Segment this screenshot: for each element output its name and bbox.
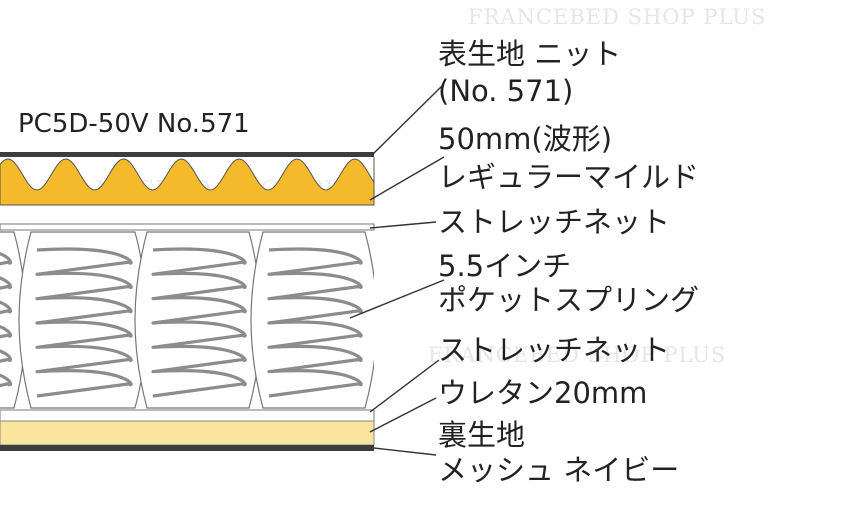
label-top-fabric-line1: 表生地 ニット xyxy=(438,37,621,71)
label-pocket-spring-line2: ポケットスプリング xyxy=(438,283,699,317)
top-fabric-layer xyxy=(0,152,374,157)
urethane-layer xyxy=(0,420,375,446)
leader-line-urethane xyxy=(369,397,437,433)
spring-coil xyxy=(35,247,133,398)
label-top-fabric-line2: (No. 571) xyxy=(438,74,573,108)
label-urethane: ウレタン20mm xyxy=(438,376,647,410)
label-stretch-net-top: ストレッチネット xyxy=(438,205,670,239)
label-bottom-fabric-line1: 裏生地 xyxy=(438,418,525,452)
leader-line-wave-foam xyxy=(369,156,445,201)
watermark-lower-right: FRANCEBED SHOP PLUS xyxy=(428,343,726,367)
label-wave-foam-line1: 50mm(波形) xyxy=(438,122,612,156)
label-stretch-net-bottom: ストレッチネット xyxy=(438,333,670,367)
leader-line-top-fabric xyxy=(371,84,444,156)
leader-line-stretch-net-top xyxy=(369,221,437,229)
watermark-top-right: FRANCEBED SHOP PLUS xyxy=(468,5,766,29)
spring-coil xyxy=(267,247,363,398)
label-bottom-fabric-line2: メッシュ ネイビー xyxy=(438,453,679,487)
spring-coil xyxy=(151,247,247,398)
pocket-spring-layer xyxy=(0,231,374,409)
label-pocket-spring-line1: 5.5インチ xyxy=(438,249,571,283)
model-number: PC5D-50V No.571 xyxy=(18,109,250,139)
stretch-net-bottom-layer xyxy=(0,409,375,422)
bottom-fabric-layer xyxy=(0,445,374,451)
leader-line-bottom-fabric xyxy=(373,447,437,456)
label-wave-foam-line2: レギュラーマイルド xyxy=(438,160,699,194)
leader-line-stretch-net-bottom xyxy=(369,359,440,413)
leader-line-pocket-spring xyxy=(349,279,445,319)
wave-foam-layer xyxy=(0,157,375,206)
stretch-net-top-layer xyxy=(0,223,375,231)
